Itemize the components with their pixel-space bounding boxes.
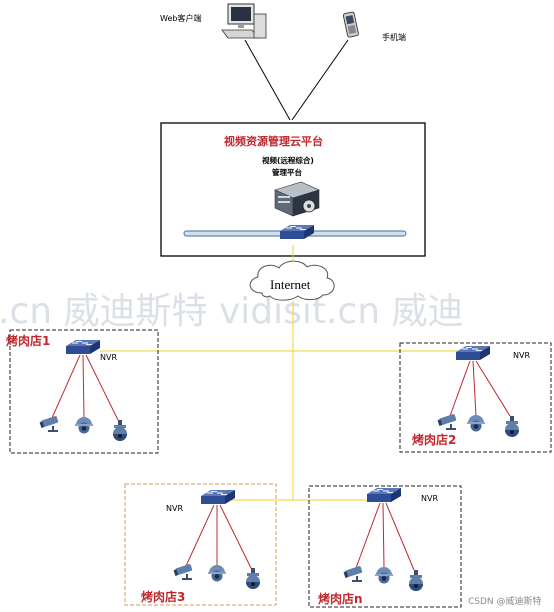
- store-n-box: [308, 485, 462, 608]
- server-icon: [274, 181, 320, 217]
- store-3-bullet-camera-icon: [173, 563, 193, 580]
- store-3-nvr-label: NVR: [166, 504, 183, 513]
- store-n-nvr-label: NVR: [421, 494, 438, 503]
- store-2-nvr-label: NVR: [513, 351, 530, 360]
- watermark-text: .cn 威迪斯特 vidisit.cn 威迪: [0, 291, 463, 332]
- internet-cloud-icon: [249, 260, 335, 301]
- platform-subtitle-2: 管理平台: [272, 167, 302, 177]
- store-3-group: 烤肉店3 NVR: [124, 483, 277, 606]
- platform-title: 视频资源管理云平台: [224, 134, 323, 148]
- store-3-switch-icon: [200, 489, 236, 505]
- store-n-bullet-camera-icon: [343, 565, 363, 582]
- web-client-link: [244, 39, 291, 121]
- backbone-links: [100, 245, 463, 501]
- store-1-switch-icon: [65, 339, 101, 355]
- store-3-box: [124, 483, 277, 606]
- mobile-phone-icon: [342, 11, 359, 38]
- store-2-label: 烤肉店2: [412, 432, 456, 447]
- web-client-label: Web客户端: [160, 13, 201, 23]
- store-2-group: 烤肉店2 NVR: [399, 342, 552, 453]
- pc-icon: [221, 3, 267, 39]
- store-n-dome-camera-icon: [375, 567, 393, 584]
- store-3-label: 烤肉店3: [141, 589, 185, 604]
- store-n-ptz-camera-icon: [409, 570, 423, 591]
- store-2-dome-camera-icon: [467, 415, 485, 432]
- store-1-nvr-label: NVR: [100, 353, 117, 362]
- store-3-ptz-camera-icon: [246, 568, 260, 589]
- store-1-box: [9, 329, 159, 454]
- store-1-ptz-camera-icon: [113, 420, 127, 441]
- store-2-bullet-camera-icon: [437, 413, 457, 430]
- platform-subtitle-1: 视频(远程综合): [262, 155, 314, 165]
- mobile-link: [291, 39, 349, 121]
- store-n-switch-icon: [366, 487, 402, 503]
- store-3-dome-camera-icon: [208, 565, 226, 582]
- store-1-group: 烤肉店1 NVR: [6, 329, 159, 454]
- store-1-dome-camera-icon: [75, 417, 93, 434]
- mobile-label: 手机端: [382, 32, 406, 42]
- store-2-ptz-camera-icon: [505, 416, 519, 437]
- store-1-bullet-camera-icon: [39, 415, 59, 432]
- store-2-box: [399, 342, 552, 453]
- store-1-label: 烤肉店1: [6, 333, 50, 348]
- store-n-label: 烤肉店n: [318, 591, 363, 606]
- store-n-group: 烤肉店n NVR: [308, 485, 462, 608]
- csdn-credit: CSDN @威迪斯特: [468, 595, 542, 607]
- internet-label: Internet: [270, 277, 311, 292]
- store-2-switch-icon: [455, 345, 491, 361]
